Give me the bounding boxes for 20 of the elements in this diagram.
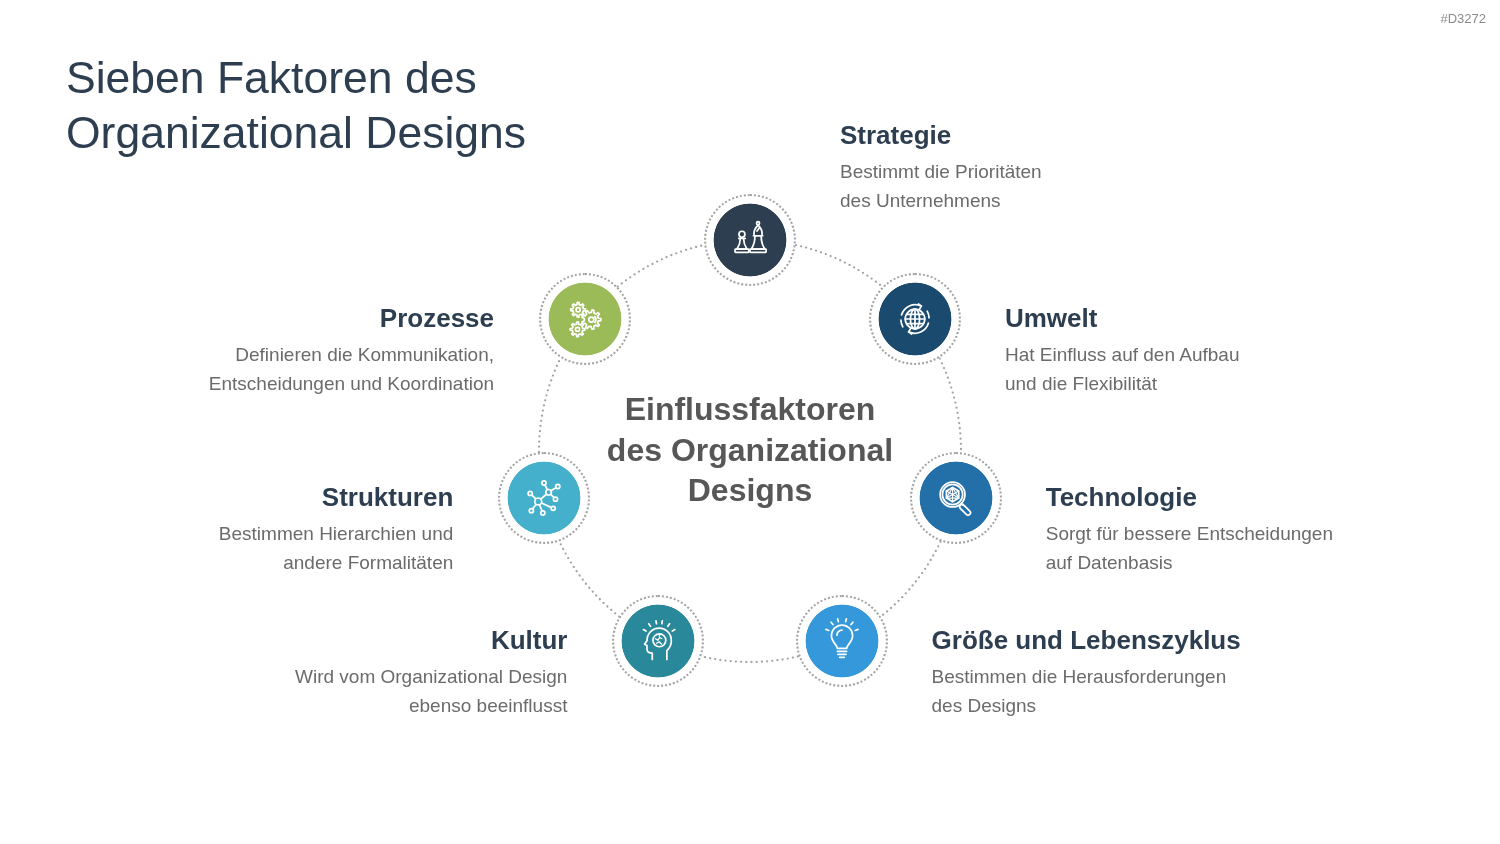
factor-heading: Prozesse (379, 303, 495, 334)
factor-heading: Umwelt (1004, 303, 1098, 334)
factor-description: Bestimmen Hierarchien und andere Formalitäten (218, 521, 454, 575)
factor-description: Bestimmen die Herausforderungen des Designs (931, 665, 1227, 719)
factor-heading: Strategie (840, 120, 952, 150)
factor-description: Hat Einfluss auf den Aufbau und die Flexibilität (1004, 343, 1240, 397)
factor-description: Wird vom Organizational Design ebenso beeinflusst (295, 665, 568, 719)
factor-heading: Strukturen (321, 481, 454, 512)
dotted-connector (537, 357, 562, 454)
factor-description: Definieren die Kommunikation, Entscheidungen und Koordination (208, 343, 495, 397)
factor-description: Bestimmt die Prioritäten des Unternehmens (840, 160, 1042, 213)
factor-heading: Technologie (1045, 481, 1197, 512)
slide-code: #D3272 (1440, 11, 1486, 27)
center-title: Einflussfaktoren des Organizational Designs (605, 390, 895, 510)
dotted-connector (558, 540, 621, 618)
factor-description: Sorgt für bessere Entscheidungen auf Datenbasis (1045, 521, 1333, 575)
factor-heading: Größe und Lebenszyklus (931, 625, 1241, 656)
dotted-connector (879, 540, 942, 618)
slide-title: Sieben Faktoren des Organizational Designs (66, 52, 528, 159)
factor-heading: Kultur (490, 625, 568, 656)
